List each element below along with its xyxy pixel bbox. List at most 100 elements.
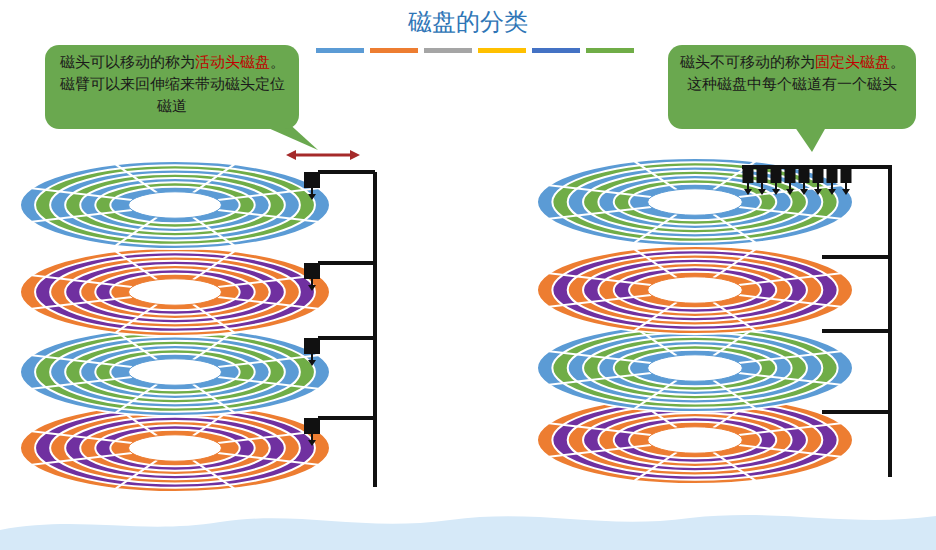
track — [614, 267, 777, 312]
callout-text: 磁头可以移动的称为 — [60, 53, 195, 71]
track — [110, 274, 239, 311]
spindle-hole — [129, 192, 222, 218]
track — [568, 405, 823, 476]
sector-line — [116, 251, 158, 279]
track — [65, 341, 285, 403]
sector-line — [32, 453, 132, 465]
move-arrow — [286, 150, 360, 160]
track — [50, 413, 300, 484]
sector-line — [116, 460, 158, 488]
track — [629, 272, 761, 309]
sector-line — [218, 377, 318, 389]
track — [614, 417, 777, 462]
sector-line — [713, 380, 755, 408]
sector-line — [193, 217, 235, 245]
track — [537, 158, 853, 246]
callout-text: 磁头不可移动的称为 — [680, 53, 815, 71]
head-arrow — [308, 285, 316, 291]
sector-line — [549, 185, 651, 197]
track — [629, 184, 761, 221]
disk-platter — [20, 161, 330, 249]
sector-line — [739, 373, 841, 385]
track — [95, 349, 254, 394]
sector-line — [116, 384, 158, 412]
color-bar — [316, 48, 634, 53]
sector-line — [739, 445, 841, 457]
sector-line — [549, 207, 651, 219]
sector-line — [549, 295, 651, 307]
sector-line — [713, 214, 755, 242]
disk-platter — [537, 246, 853, 334]
spindle-hole — [129, 435, 222, 461]
track — [598, 413, 791, 467]
track — [614, 345, 777, 390]
spindle-hole — [129, 359, 222, 385]
track — [537, 246, 853, 334]
head-arrow — [814, 189, 822, 195]
sector-line — [739, 351, 841, 363]
track — [65, 417, 285, 479]
sector-line — [739, 207, 841, 219]
sector-line — [218, 453, 318, 465]
sector-line — [635, 380, 677, 408]
sector-line — [193, 164, 235, 192]
track — [598, 263, 791, 317]
spindle-hole — [648, 427, 743, 453]
sector-line — [32, 275, 132, 287]
head-arrow — [308, 194, 316, 200]
track — [65, 174, 285, 236]
disk-head — [304, 263, 320, 279]
track — [110, 354, 239, 391]
track — [95, 182, 254, 227]
sector-line — [193, 384, 235, 412]
track — [629, 422, 761, 459]
sector-line — [32, 188, 132, 200]
spindle-hole — [648, 277, 743, 303]
sector-line — [739, 273, 841, 285]
sector-line — [193, 251, 235, 279]
sector-line — [635, 161, 677, 189]
highlight-term: 活动头磁盘 — [195, 53, 270, 71]
track — [20, 328, 330, 416]
sector-line — [32, 377, 132, 389]
track — [583, 337, 807, 399]
track — [598, 175, 791, 229]
disk-head — [304, 418, 320, 434]
disk-head — [799, 167, 810, 183]
head-arrow — [842, 189, 850, 195]
track — [20, 161, 330, 249]
head-arrow — [758, 189, 766, 195]
sector-line — [713, 452, 755, 480]
disk-head — [304, 172, 320, 188]
sector-line — [32, 355, 132, 367]
highlight-term: 固定头磁盘 — [815, 53, 890, 71]
disk-head — [743, 167, 754, 183]
slide-title: 磁盘的分类 — [0, 6, 936, 38]
track — [629, 350, 761, 387]
sector-line — [549, 273, 651, 285]
spindle-hole — [129, 279, 222, 305]
sector-line — [116, 217, 158, 245]
callout-box: 磁头不可移动的称为固定头磁盘。这种磁盘中每个磁道有一个磁头 — [668, 45, 916, 129]
sector-line — [713, 302, 755, 330]
sector-line — [32, 297, 132, 309]
sector-line — [549, 373, 651, 385]
bottom-wave — [0, 515, 936, 550]
disk-head — [757, 167, 768, 183]
sector-line — [635, 214, 677, 242]
head-arrow — [828, 189, 836, 195]
sector-line — [549, 423, 651, 435]
head-arrow — [308, 440, 316, 446]
disk-platter — [20, 404, 330, 492]
sector-line — [32, 210, 132, 222]
sector-line — [218, 275, 318, 287]
spindle-hole — [648, 189, 743, 215]
sector-line — [549, 445, 651, 457]
head-arrow — [800, 189, 808, 195]
sector-line — [713, 249, 755, 277]
disk-head — [841, 167, 852, 183]
sector-line — [32, 431, 132, 443]
track — [598, 341, 791, 395]
head-arrow — [308, 360, 316, 366]
sector-line — [193, 460, 235, 488]
